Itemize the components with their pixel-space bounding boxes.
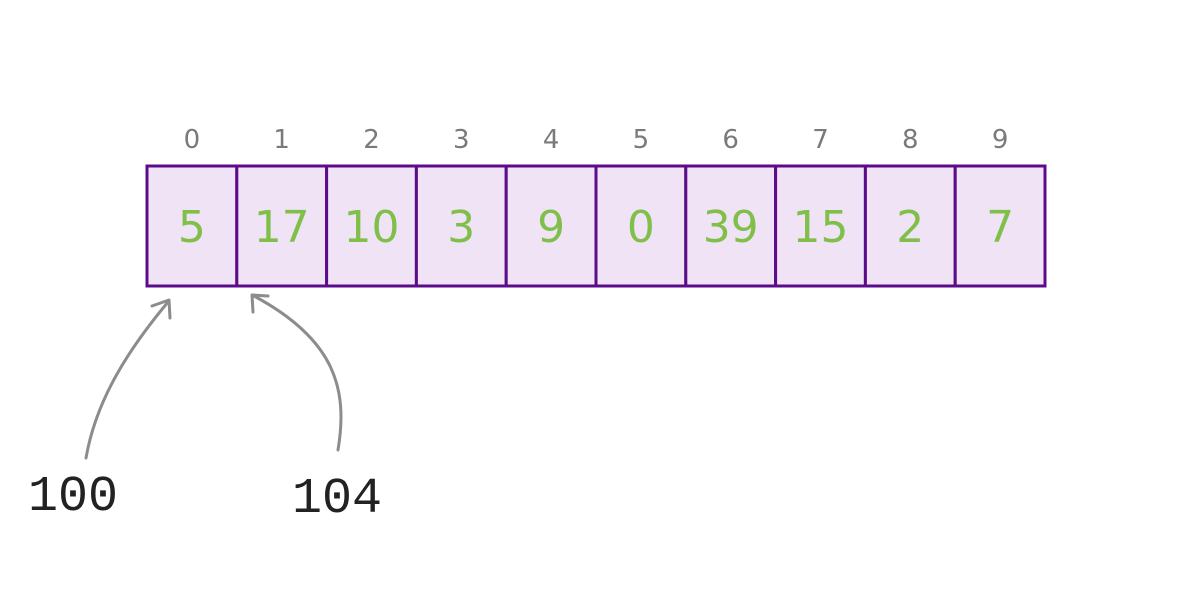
- array-cell-8: [863, 164, 957, 288]
- array-indices: 0 1 2 3 4 5 6 7 8 9: [184, 125, 1009, 155]
- array-cells: [145, 164, 1047, 288]
- array-index-0: 0: [184, 125, 201, 155]
- array-index-9: 9: [992, 125, 1009, 155]
- address-pointer-100: 100: [28, 298, 172, 526]
- array-value-2: 10: [344, 202, 400, 253]
- array-cell-6: [684, 164, 778, 288]
- array-index-4: 4: [543, 125, 560, 155]
- array-cell-0: [145, 164, 239, 288]
- array-index-8: 8: [902, 125, 919, 155]
- array-value-4: 9: [537, 202, 565, 253]
- array-cell-5: [594, 164, 688, 288]
- array-value-6: 39: [703, 202, 759, 253]
- array-value-8: 2: [896, 202, 924, 253]
- arrow-to-cell-0: [84, 300, 170, 460]
- arrow-head-cell-1: [250, 293, 270, 314]
- address-label-100: 100: [28, 469, 118, 526]
- array-value-1: 17: [254, 202, 310, 253]
- array-index-7: 7: [812, 125, 829, 155]
- array-cell-4: [504, 164, 598, 288]
- address-pointer-104: 104: [250, 293, 382, 528]
- array-value-0: 5: [178, 202, 206, 253]
- array-cell-2: [325, 164, 418, 288]
- array-cell-1: [235, 164, 329, 288]
- array-index-5: 5: [633, 125, 650, 155]
- array-value-5: 0: [627, 202, 655, 253]
- array-value-3: 3: [447, 202, 475, 253]
- address-label-104: 104: [292, 471, 382, 528]
- array-index-1: 1: [273, 125, 290, 155]
- array-value-7: 15: [793, 202, 849, 253]
- arrow-head-cell-0: [150, 298, 172, 320]
- array-index-3: 3: [453, 125, 470, 155]
- array-cell-9: [953, 164, 1047, 288]
- array-cell-7: [774, 164, 867, 288]
- array-index-6: 6: [722, 125, 739, 155]
- array-value-9: 7: [986, 202, 1014, 253]
- arrow-to-cell-1: [252, 294, 343, 452]
- array-index-2: 2: [363, 125, 380, 155]
